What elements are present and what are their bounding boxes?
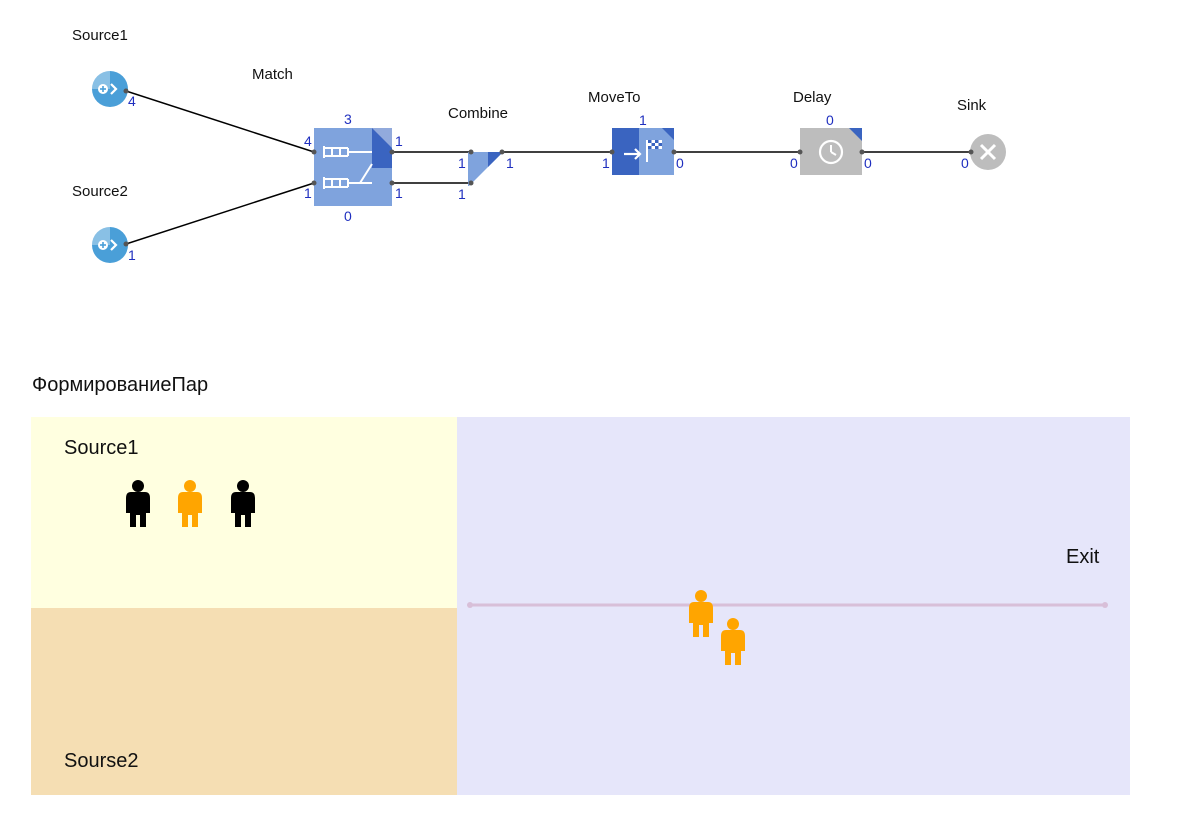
combine-label: Combine [448, 105, 509, 122]
delay-label: Delay [793, 89, 832, 106]
match-out1-count: 1 [395, 133, 403, 149]
animation-title: ФормированиеПар [32, 374, 209, 396]
match-in1-count: 4 [304, 133, 312, 149]
source1-zone-label: Source1 [64, 437, 139, 459]
source2-zone-label: Sourse2 [64, 750, 139, 772]
moveto-out-count: 0 [676, 155, 684, 171]
source1-label: Source1 [72, 27, 128, 44]
source1-block[interactable] [92, 71, 129, 107]
combine-in1-count: 1 [458, 155, 466, 171]
match-out2-count: 1 [395, 185, 403, 201]
delay-in-count: 0 [790, 155, 798, 171]
match-in2-count: 1 [304, 185, 312, 201]
match-top-count: 3 [344, 111, 352, 127]
delay-top-count: 0 [826, 112, 834, 128]
match-bottom-count: 0 [344, 208, 352, 224]
match-label: Match [252, 66, 293, 83]
source2-out-count: 1 [128, 247, 136, 263]
combine-out-count: 1 [506, 155, 514, 171]
source1-out-count: 4 [128, 93, 136, 109]
delay-block[interactable] [797, 128, 865, 175]
source-icon [98, 83, 118, 95]
source2-block[interactable] [92, 227, 129, 263]
match-icon [323, 146, 373, 189]
match-block[interactable] [311, 128, 395, 206]
delay-out-count: 0 [864, 155, 872, 171]
source2-label: Source2 [72, 183, 128, 200]
moveto-in-count: 1 [602, 155, 610, 171]
connector-source1-match[interactable] [125, 90, 315, 153]
delay-clock-icon [818, 139, 844, 165]
moveto-top-count: 1 [639, 112, 647, 128]
combine-in2-count: 1 [458, 186, 466, 202]
connector-source2-match[interactable] [125, 182, 315, 245]
source2-zone[interactable] [31, 608, 457, 795]
sink-block[interactable] [968, 134, 1007, 170]
moveto-block[interactable] [609, 128, 677, 175]
moveto-icon [624, 140, 662, 162]
source-icon [98, 239, 118, 251]
sink-label: Sink [957, 97, 987, 114]
sink-close-icon [979, 143, 997, 161]
exit-label: Exit [1066, 546, 1100, 568]
combine-block[interactable] [468, 149, 505, 187]
sink-in-count: 0 [961, 155, 969, 171]
movement-path[interactable] [467, 602, 1108, 608]
moveto-label: MoveTo [588, 89, 641, 106]
